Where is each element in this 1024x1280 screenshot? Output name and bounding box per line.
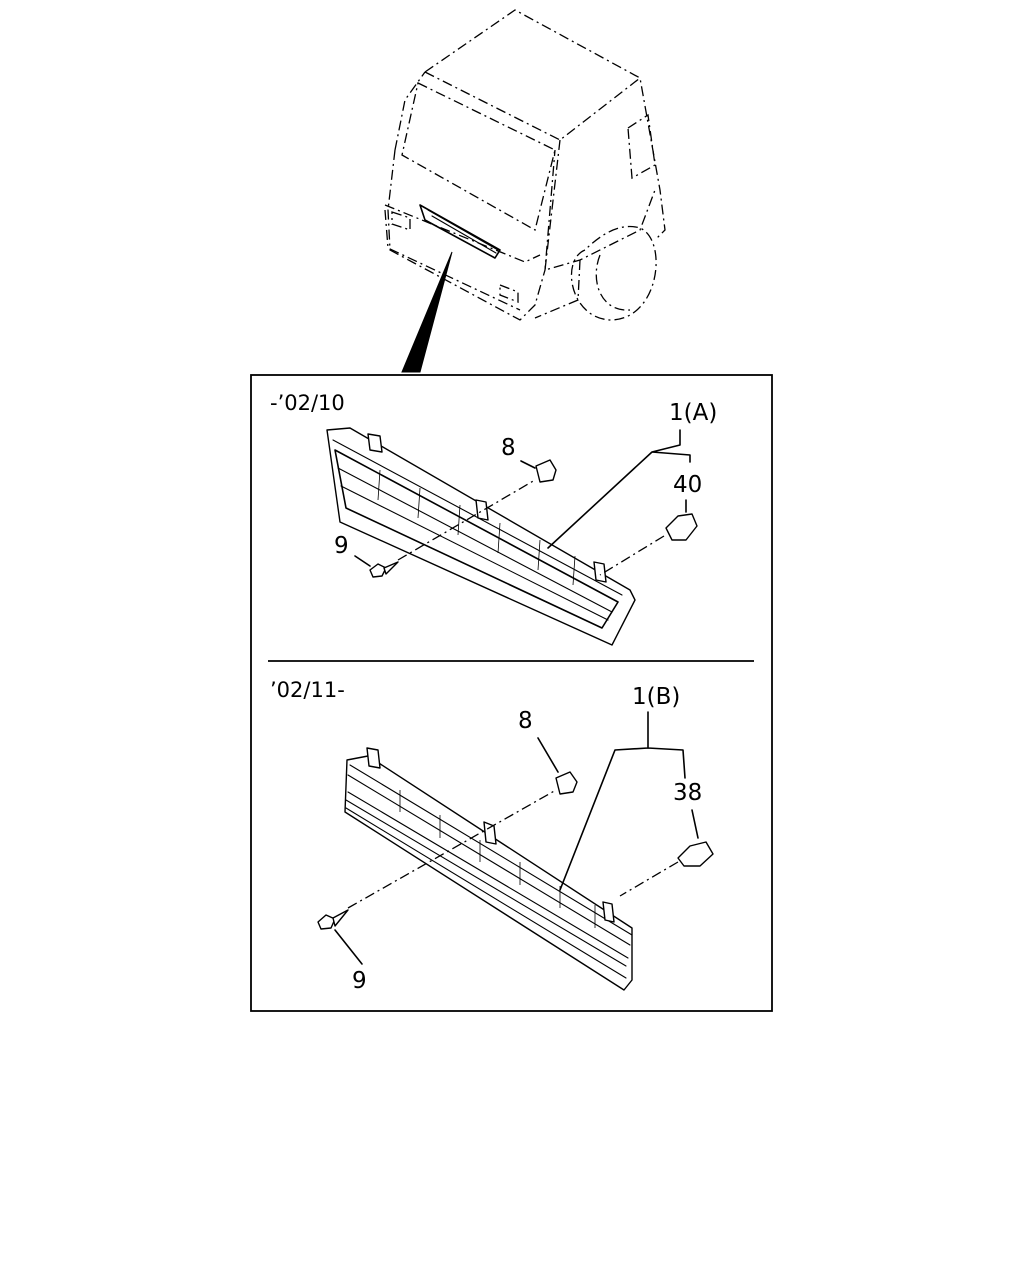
screw-9-b: [317, 914, 336, 930]
grille-a: [326, 427, 636, 646]
section-a-period: -’02/10: [270, 391, 345, 415]
leader-assembly-a: [547, 429, 691, 549]
section-b-callout-8: 8: [518, 708, 533, 734]
section-b: ’02/11- 1(B) 8 38 9: [270, 678, 714, 994]
clip-8-a: [535, 459, 557, 483]
section-a-callout-40: 40: [673, 472, 702, 498]
section-b-callout-9: 9: [352, 968, 367, 994]
section-b-period: ’02/11-: [270, 678, 345, 702]
section-b-assembly-label: 1(B): [632, 684, 680, 710]
grille-b: [344, 747, 633, 991]
clip-38-b: [677, 841, 714, 867]
section-a-callout-8: 8: [501, 435, 516, 461]
section-a-callout-9: 9: [334, 533, 349, 559]
clip-40-a: [665, 513, 698, 541]
truck-cab-overview: [384, 9, 666, 373]
leader-assembly-b: [559, 711, 686, 891]
clip-8-b: [555, 771, 578, 795]
section-a: -’02/10 1(A) 8 40 9: [270, 391, 717, 646]
detail-frame: [250, 374, 773, 1012]
screw-9-a: [369, 563, 387, 578]
section-a-assembly-label: 1(A): [669, 400, 717, 426]
section-b-callout-38: 38: [673, 780, 702, 806]
